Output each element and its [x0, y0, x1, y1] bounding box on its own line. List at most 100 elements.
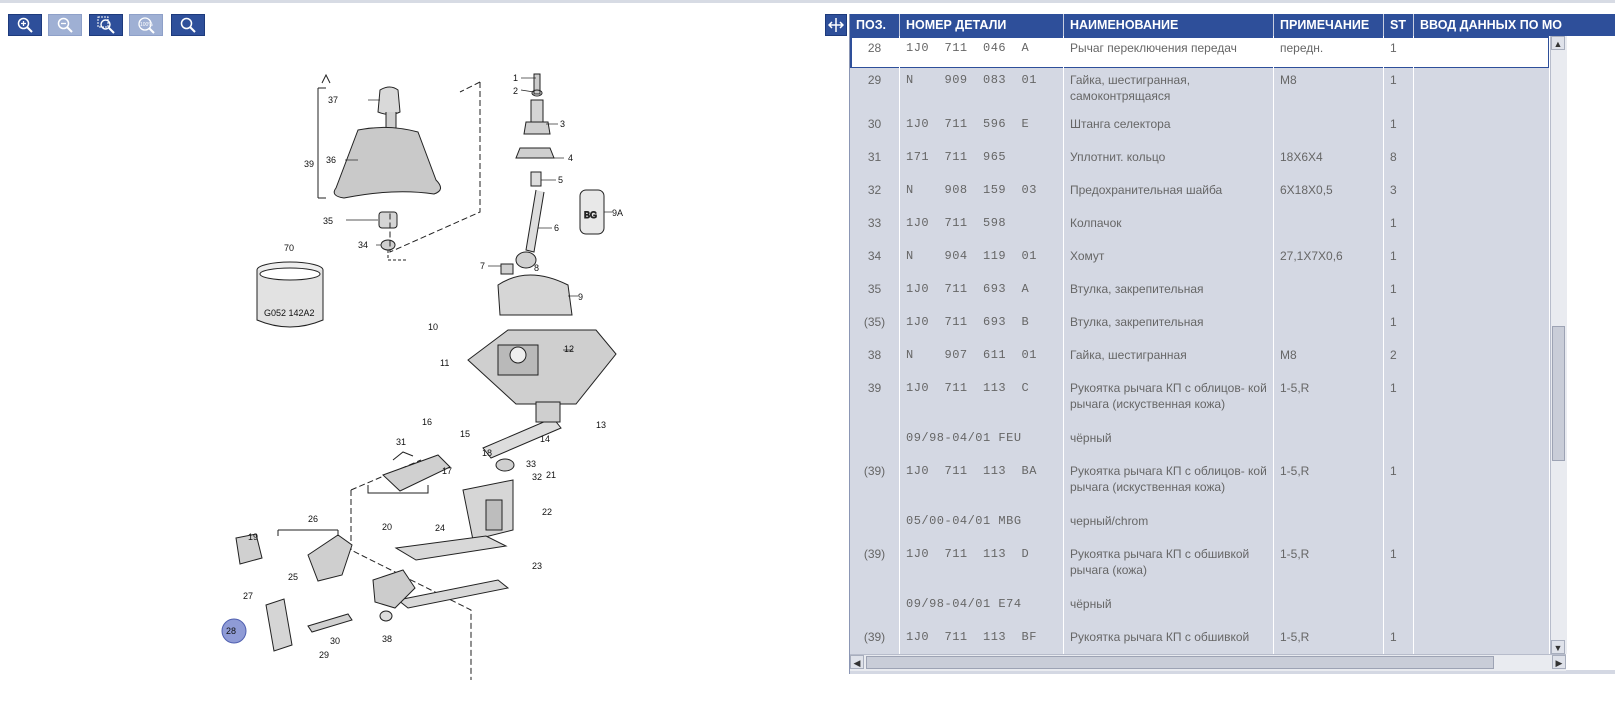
scroll-left-icon[interactable]: ◀: [850, 655, 864, 669]
cell-name: Рукоятка рычага КП с обшивкой: [1064, 625, 1274, 658]
cell-part: 1J0 711 693 A: [900, 277, 1064, 310]
label-34: 34: [358, 240, 368, 250]
vertical-scroll-thumb[interactable]: [1552, 326, 1565, 461]
vertical-scrollbar[interactable]: ▲ ▼: [1550, 36, 1567, 654]
cell-part: 1J0 711 596 E: [900, 112, 1064, 145]
label-23: 23: [532, 561, 542, 571]
horizontal-scrollbar[interactable]: ◀ ▶: [850, 654, 1566, 671]
label-26: 26: [308, 514, 318, 524]
label-3: 3: [560, 119, 565, 129]
cell-part: 05/00-04/01 MBG: [900, 509, 1064, 542]
zoom-in-icon: [17, 17, 33, 33]
label-70: 70: [284, 243, 294, 253]
cell-part: 1J0 711 046 A: [900, 36, 1064, 68]
scroll-right-icon[interactable]: ▶: [1552, 655, 1566, 669]
ring-part-number: G052 142A2: [264, 308, 315, 318]
cell-name: Гайка, шестигранная: [1064, 343, 1274, 376]
highlight-28[interactable]: 28: [221, 618, 247, 644]
cell-note: [1274, 509, 1384, 542]
cell-extra: [1414, 509, 1550, 542]
label-30: 30: [330, 636, 340, 646]
cell-pos: (39): [850, 625, 900, 658]
cell-extra: [1414, 178, 1550, 211]
label-38: 38: [382, 634, 392, 644]
cell-qty: 1: [1384, 36, 1414, 68]
horizontal-scroll-thumb[interactable]: [866, 656, 1494, 669]
cell-qty: 2: [1384, 343, 1414, 376]
cell-part: 1J0 711 113 C: [900, 376, 1064, 426]
label-14: 14: [540, 434, 550, 444]
cell-qty: 1: [1384, 542, 1414, 592]
cell-extra: [1414, 592, 1550, 625]
move-arrows-icon: [828, 18, 844, 32]
cell-name: Втулка, закрепительная: [1064, 310, 1274, 343]
scroll-down-icon[interactable]: ▼: [1551, 640, 1565, 654]
parts-diagram: BG: [221, 73, 623, 680]
label-6: 6: [554, 223, 559, 233]
label-11: 11: [440, 358, 449, 368]
cell-extra: [1414, 426, 1550, 459]
col-model-input[interactable]: ВВОД ДАННЫХ ПО МО: [1420, 18, 1563, 32]
label-1: 1: [513, 73, 518, 83]
cell-part: 1J0 711 598: [900, 211, 1064, 244]
label-25: 25: [288, 572, 298, 582]
gear-knob-shape: [377, 86, 401, 115]
col-part-number[interactable]: НОМЕР ДЕТАЛИ: [900, 14, 1064, 36]
col-pos[interactable]: ПОЗ.: [850, 14, 900, 36]
housing-shape: [467, 329, 617, 405]
label-13: 13: [596, 420, 606, 430]
zoom-in-button[interactable]: [8, 14, 42, 36]
scroll-gutter: [1566, 36, 1615, 670]
scroll-up-icon[interactable]: ▲: [1551, 36, 1565, 50]
cell-note: 1-5,R: [1274, 459, 1384, 509]
splitter-toggle-button[interactable]: [825, 14, 847, 36]
cell-extra: [1414, 376, 1550, 426]
zoom-area-button[interactable]: [89, 14, 123, 36]
search-button[interactable]: [171, 14, 205, 36]
cell-extra: [1414, 310, 1550, 343]
cell-pos: 30: [850, 112, 900, 145]
col-qty[interactable]: ST: [1384, 14, 1414, 36]
cell-extra: [1414, 36, 1550, 68]
svg-text:BG: BG: [584, 210, 597, 220]
cell-qty: 1: [1384, 310, 1414, 343]
cell-part: 09/98-04/01 FEU: [900, 426, 1064, 459]
col-name[interactable]: НАИМЕНОВАНИЕ: [1064, 14, 1274, 36]
cell-name: Рычаг переключения передач: [1064, 36, 1274, 68]
col-note[interactable]: ПРИМЕЧАНИЕ: [1274, 14, 1384, 36]
cell-pos: 32: [850, 178, 900, 211]
cell-name: Рукоятка рычага КП с облицов- кой рычага…: [1064, 459, 1274, 509]
cell-part: 1J0 711 113 BA: [900, 459, 1064, 509]
cell-qty: 1: [1384, 376, 1414, 426]
cell-pos: [850, 592, 900, 625]
cell-note: 27,1X7X0,6: [1274, 244, 1384, 277]
cell-part: N 908 159 03: [900, 178, 1064, 211]
cell-pos: [850, 509, 900, 542]
cell-part: 1J0 711 113 BF: [900, 625, 1064, 658]
label-19: 19: [248, 532, 258, 542]
zoom-out-button[interactable]: [48, 14, 82, 36]
cell-note: 1-5,R: [1274, 542, 1384, 592]
table-header: ПОЗ. НОМЕР ДЕТАЛИ НАИМЕНОВАНИЕ ПРИМЕЧАНИ…: [850, 14, 1615, 36]
zoom-100-button[interactable]: 100%: [129, 14, 163, 36]
cell-pos: (39): [850, 459, 900, 509]
search-icon: [180, 17, 196, 33]
label-39: 39: [304, 159, 314, 169]
